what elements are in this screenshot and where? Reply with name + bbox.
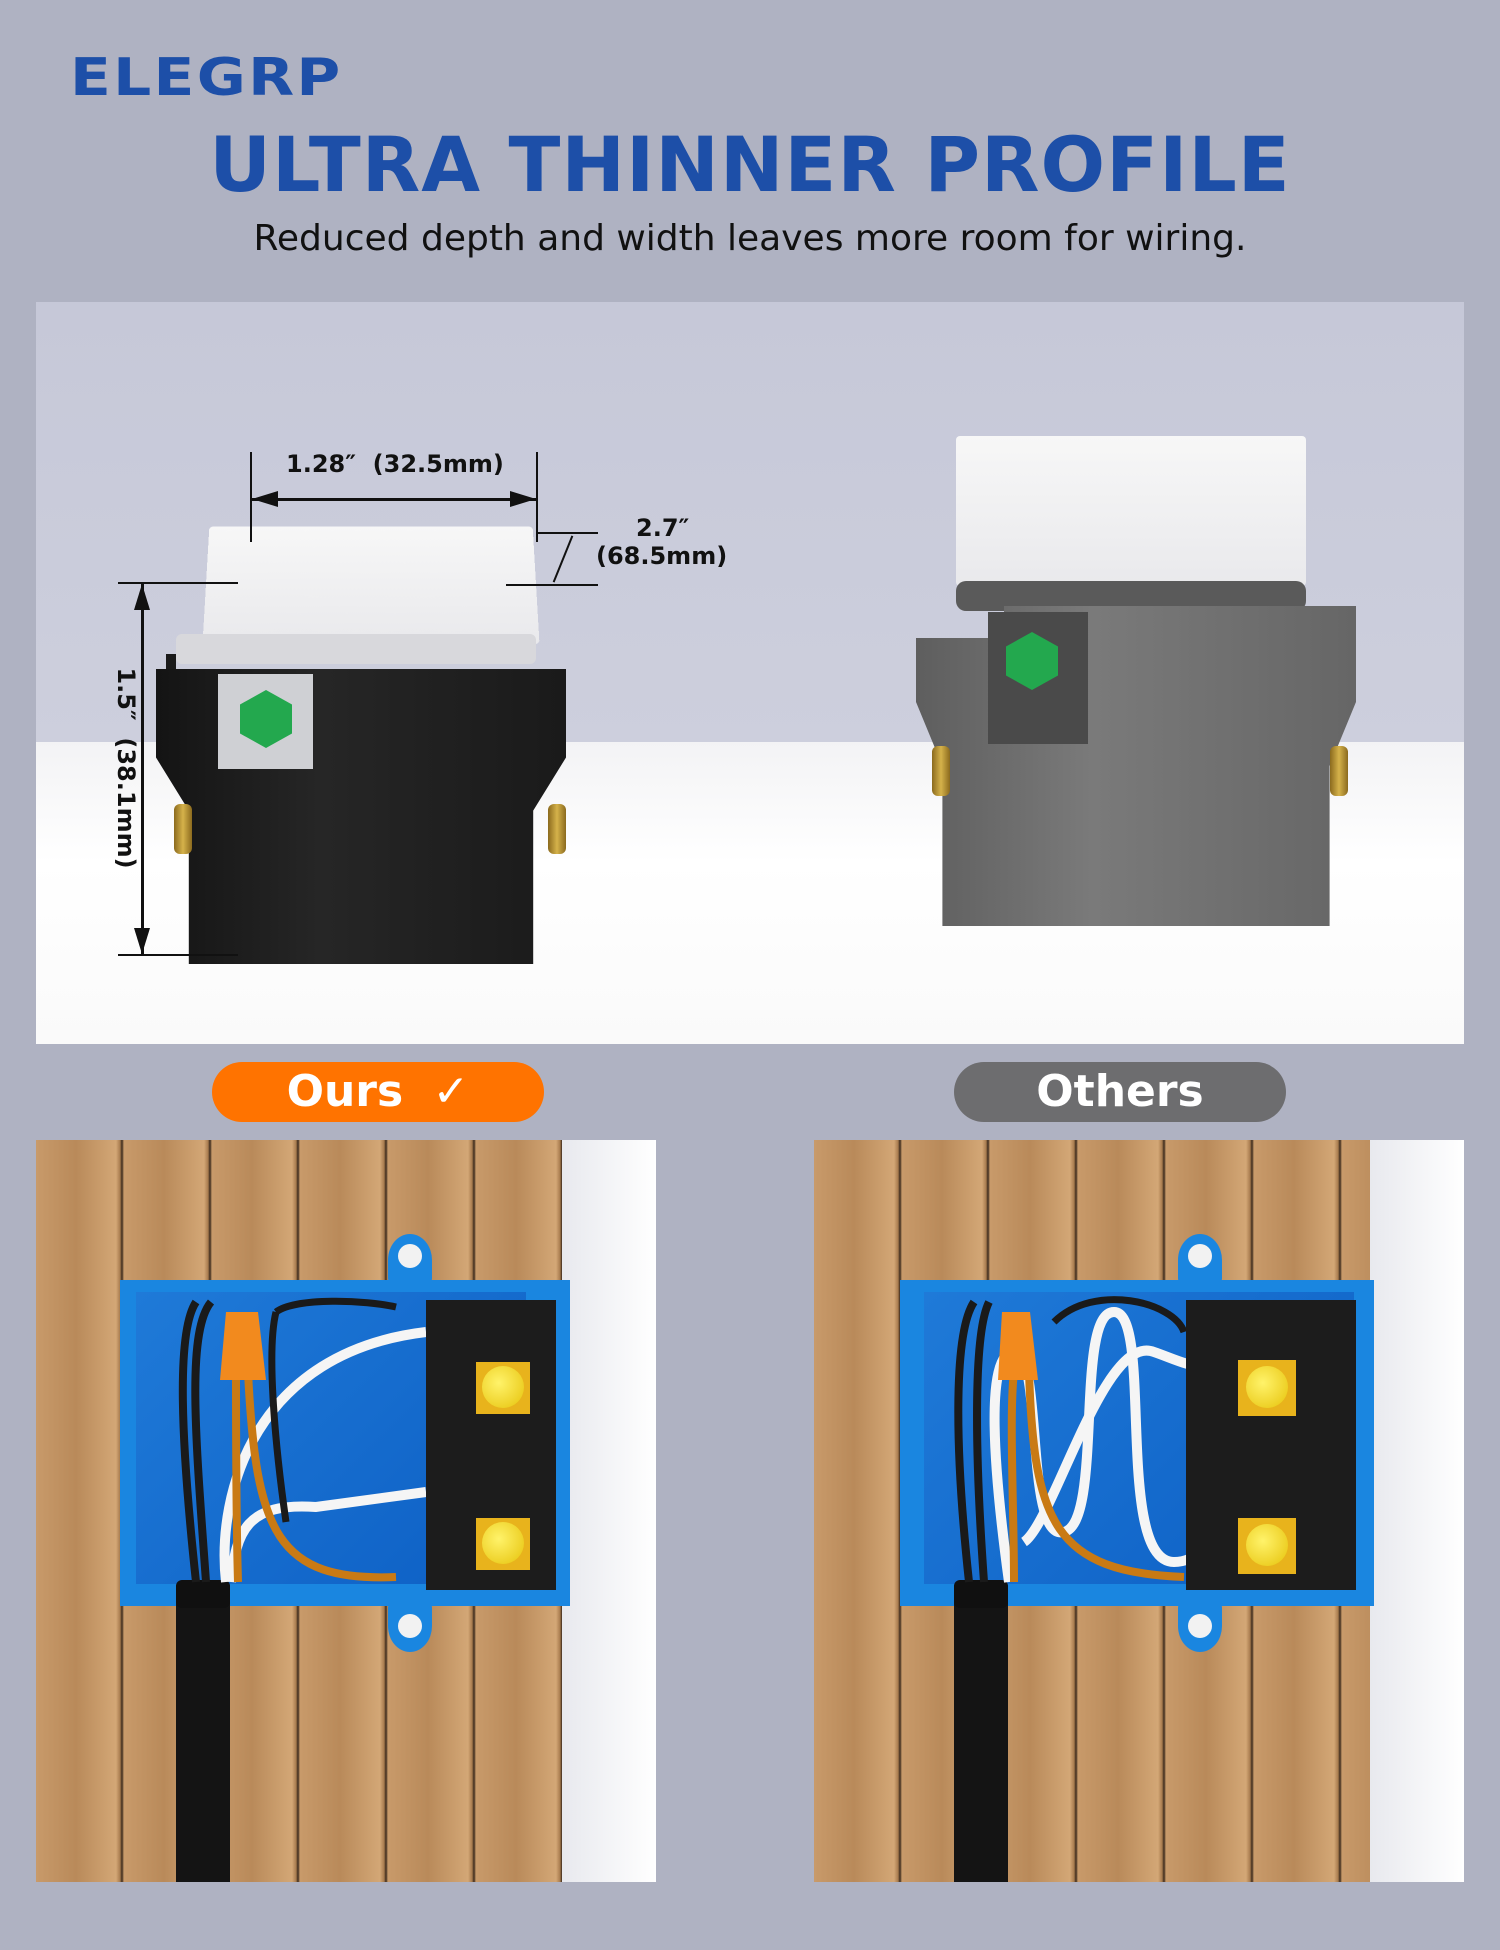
receptacle-face xyxy=(202,526,540,644)
width-extension-right xyxy=(536,452,538,542)
terminal-screw-icon xyxy=(1246,1524,1288,1566)
wiring xyxy=(954,1296,1262,1583)
wall-plate xyxy=(1370,1140,1464,1882)
depth-extension-bottom xyxy=(506,584,598,586)
checkmark-icon: ✓ xyxy=(432,1066,470,1117)
width-dimension-label: 1.28″ (32.5mm) xyxy=(286,450,504,478)
others-receptacle xyxy=(916,436,1356,926)
others-label-text: Others xyxy=(1036,1066,1204,1117)
others-wiring-scene xyxy=(814,1140,1464,1882)
ours-label-badge: Ours ✓ xyxy=(212,1062,544,1122)
page-subtitle: Reduced depth and width leaves more room… xyxy=(253,218,1247,259)
terminal-screw xyxy=(548,804,566,854)
terminal-screw xyxy=(174,804,192,854)
mounting-screw-icon xyxy=(1188,1614,1212,1638)
arrow-up-icon xyxy=(134,584,150,610)
cable-clamp xyxy=(954,1580,1008,1608)
product-comparison-panel: 1.28″ (32.5mm) 2.7″ (68.5mm) 1.5″ (38.1m… xyxy=(36,302,1464,1044)
arrow-left-icon xyxy=(252,491,278,507)
cable-clamp xyxy=(176,1580,230,1608)
terminal-screw xyxy=(932,746,950,796)
depth-extension-top xyxy=(536,532,598,534)
height-dimension-label: 1.5″ (38.1mm) xyxy=(112,667,140,869)
receptacle-body xyxy=(916,606,1356,926)
height-extension-top xyxy=(118,582,238,584)
depth-dimension-label-2: (68.5mm) xyxy=(596,542,728,570)
width-dimension-line xyxy=(252,498,536,501)
wall-plate xyxy=(562,1140,656,1882)
terminal-screw-icon xyxy=(482,1522,524,1564)
mounting-screw-icon xyxy=(398,1244,422,1268)
terminal-screw-icon xyxy=(482,1366,524,1408)
terminal-screw-icon xyxy=(1246,1366,1288,1408)
cable xyxy=(954,1590,1008,1882)
height-extension-bottom xyxy=(118,954,238,956)
depth-dimension-label-1: 2.7″ xyxy=(636,514,690,542)
page-title: ULTRA THINNER PROFILE xyxy=(209,120,1291,209)
wiring xyxy=(178,1297,427,1583)
ours-label-text: Ours xyxy=(286,1066,404,1117)
arrow-right-icon xyxy=(510,491,536,507)
mounting-strap xyxy=(176,634,536,664)
cable xyxy=(176,1590,230,1882)
ours-wiring-scene xyxy=(36,1140,656,1882)
terminal-screw xyxy=(1330,746,1348,796)
mounting-screw-icon xyxy=(398,1614,422,1638)
ours-receptacle xyxy=(156,524,586,964)
mounting-screw-icon xyxy=(1188,1244,1212,1268)
receptacle-face xyxy=(956,436,1306,586)
others-label-badge: Others xyxy=(954,1062,1286,1122)
brand-logo: ELEGRP xyxy=(70,48,343,108)
width-extension-left xyxy=(250,452,252,542)
arrow-down-icon xyxy=(134,928,150,954)
height-dimension-line xyxy=(141,584,144,954)
ground-screw-icon xyxy=(240,690,292,748)
